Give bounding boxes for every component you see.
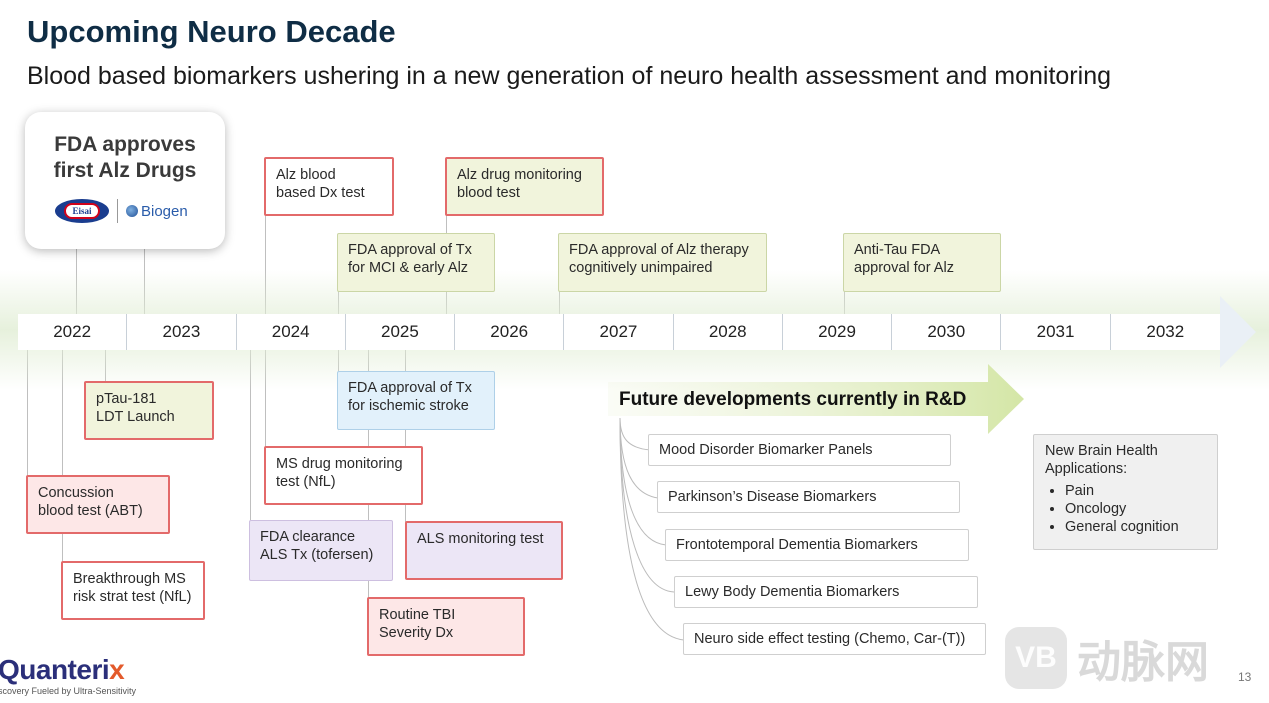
rd-item: Mood Disorder Biomarker Panels xyxy=(648,434,951,466)
timeline-year: 2022 xyxy=(18,314,128,350)
watermark: VB 动脉网 xyxy=(1005,626,1209,690)
timeline-year: 2023 xyxy=(127,314,237,350)
partner-logos: Eisai Biogen xyxy=(55,198,188,224)
timeline-bar: 2022 2023 2024 2025 2026 2027 2028 2029 … xyxy=(18,314,1220,350)
application-bullet: Oncology xyxy=(1065,500,1206,518)
timeline-year: 2027 xyxy=(564,314,674,350)
connector-concussion xyxy=(27,350,28,476)
timeline-year: 2030 xyxy=(892,314,1002,350)
quanterix-tagline: scovery Fueled by Ultra-Sensitivity xyxy=(0,686,137,696)
new-brain-health-applications: New Brain Health Applications: Pain Onco… xyxy=(1033,434,1218,550)
watermark-badge-icon: VB xyxy=(1005,627,1067,689)
rd-title: Future developments currently in R&D xyxy=(619,389,967,410)
quanterix-logo: Quanterix xyxy=(0,654,125,685)
connector-als-monitoring xyxy=(405,350,406,522)
fda-card-heading-line2: first Alz Drugs xyxy=(53,159,197,182)
logo-divider xyxy=(117,199,118,223)
biogen-logo: Biogen xyxy=(126,203,188,220)
fda-card-heading-line1: FDA approves xyxy=(54,133,196,156)
connector-fda-clearance-als xyxy=(250,350,251,520)
connector-ms-drug xyxy=(265,350,266,447)
application-bullet: General cognition xyxy=(1065,518,1206,536)
eisai-logo: Eisai xyxy=(55,199,109,223)
timeline-year: 2025 xyxy=(346,314,456,350)
rd-item: Lewy Body Dementia Biomarkers xyxy=(674,576,978,608)
connector-alz-blood xyxy=(265,215,266,314)
rd-item: Frontotemporal Dementia Biomarkers xyxy=(665,529,969,561)
rd-item: Parkinson’s Disease Biomarkers xyxy=(657,481,960,513)
application-bullet: Pain xyxy=(1065,482,1206,500)
timeline-year: 2032 xyxy=(1146,322,1185,341)
fda-approval-card: FDA approves first Alz Drugs Eisai Bioge… xyxy=(25,112,225,249)
page-number: 13 xyxy=(1238,670,1252,684)
milestone-als-monitoring: ALS monitoring test xyxy=(405,521,563,580)
rd-item: Neuro side effect testing (Chemo, Car-(T… xyxy=(683,623,986,655)
timeline-year: 2026 xyxy=(455,314,565,350)
connector-ms-breakthrough xyxy=(62,350,63,562)
page-title: Upcoming Neuro Decade xyxy=(27,14,396,49)
timeline-year: 2031 xyxy=(1001,314,1111,350)
rd-arrow xyxy=(608,364,1024,434)
timeline-arrowhead xyxy=(1220,296,1256,368)
timeline-year: 2029 xyxy=(783,314,893,350)
timeline-year: 2028 xyxy=(674,314,783,350)
timeline-year: 2024 xyxy=(237,314,346,350)
page-subtitle: Blood based biomarkers ushering in a new… xyxy=(27,62,1111,90)
rd-bracket xyxy=(619,418,685,641)
